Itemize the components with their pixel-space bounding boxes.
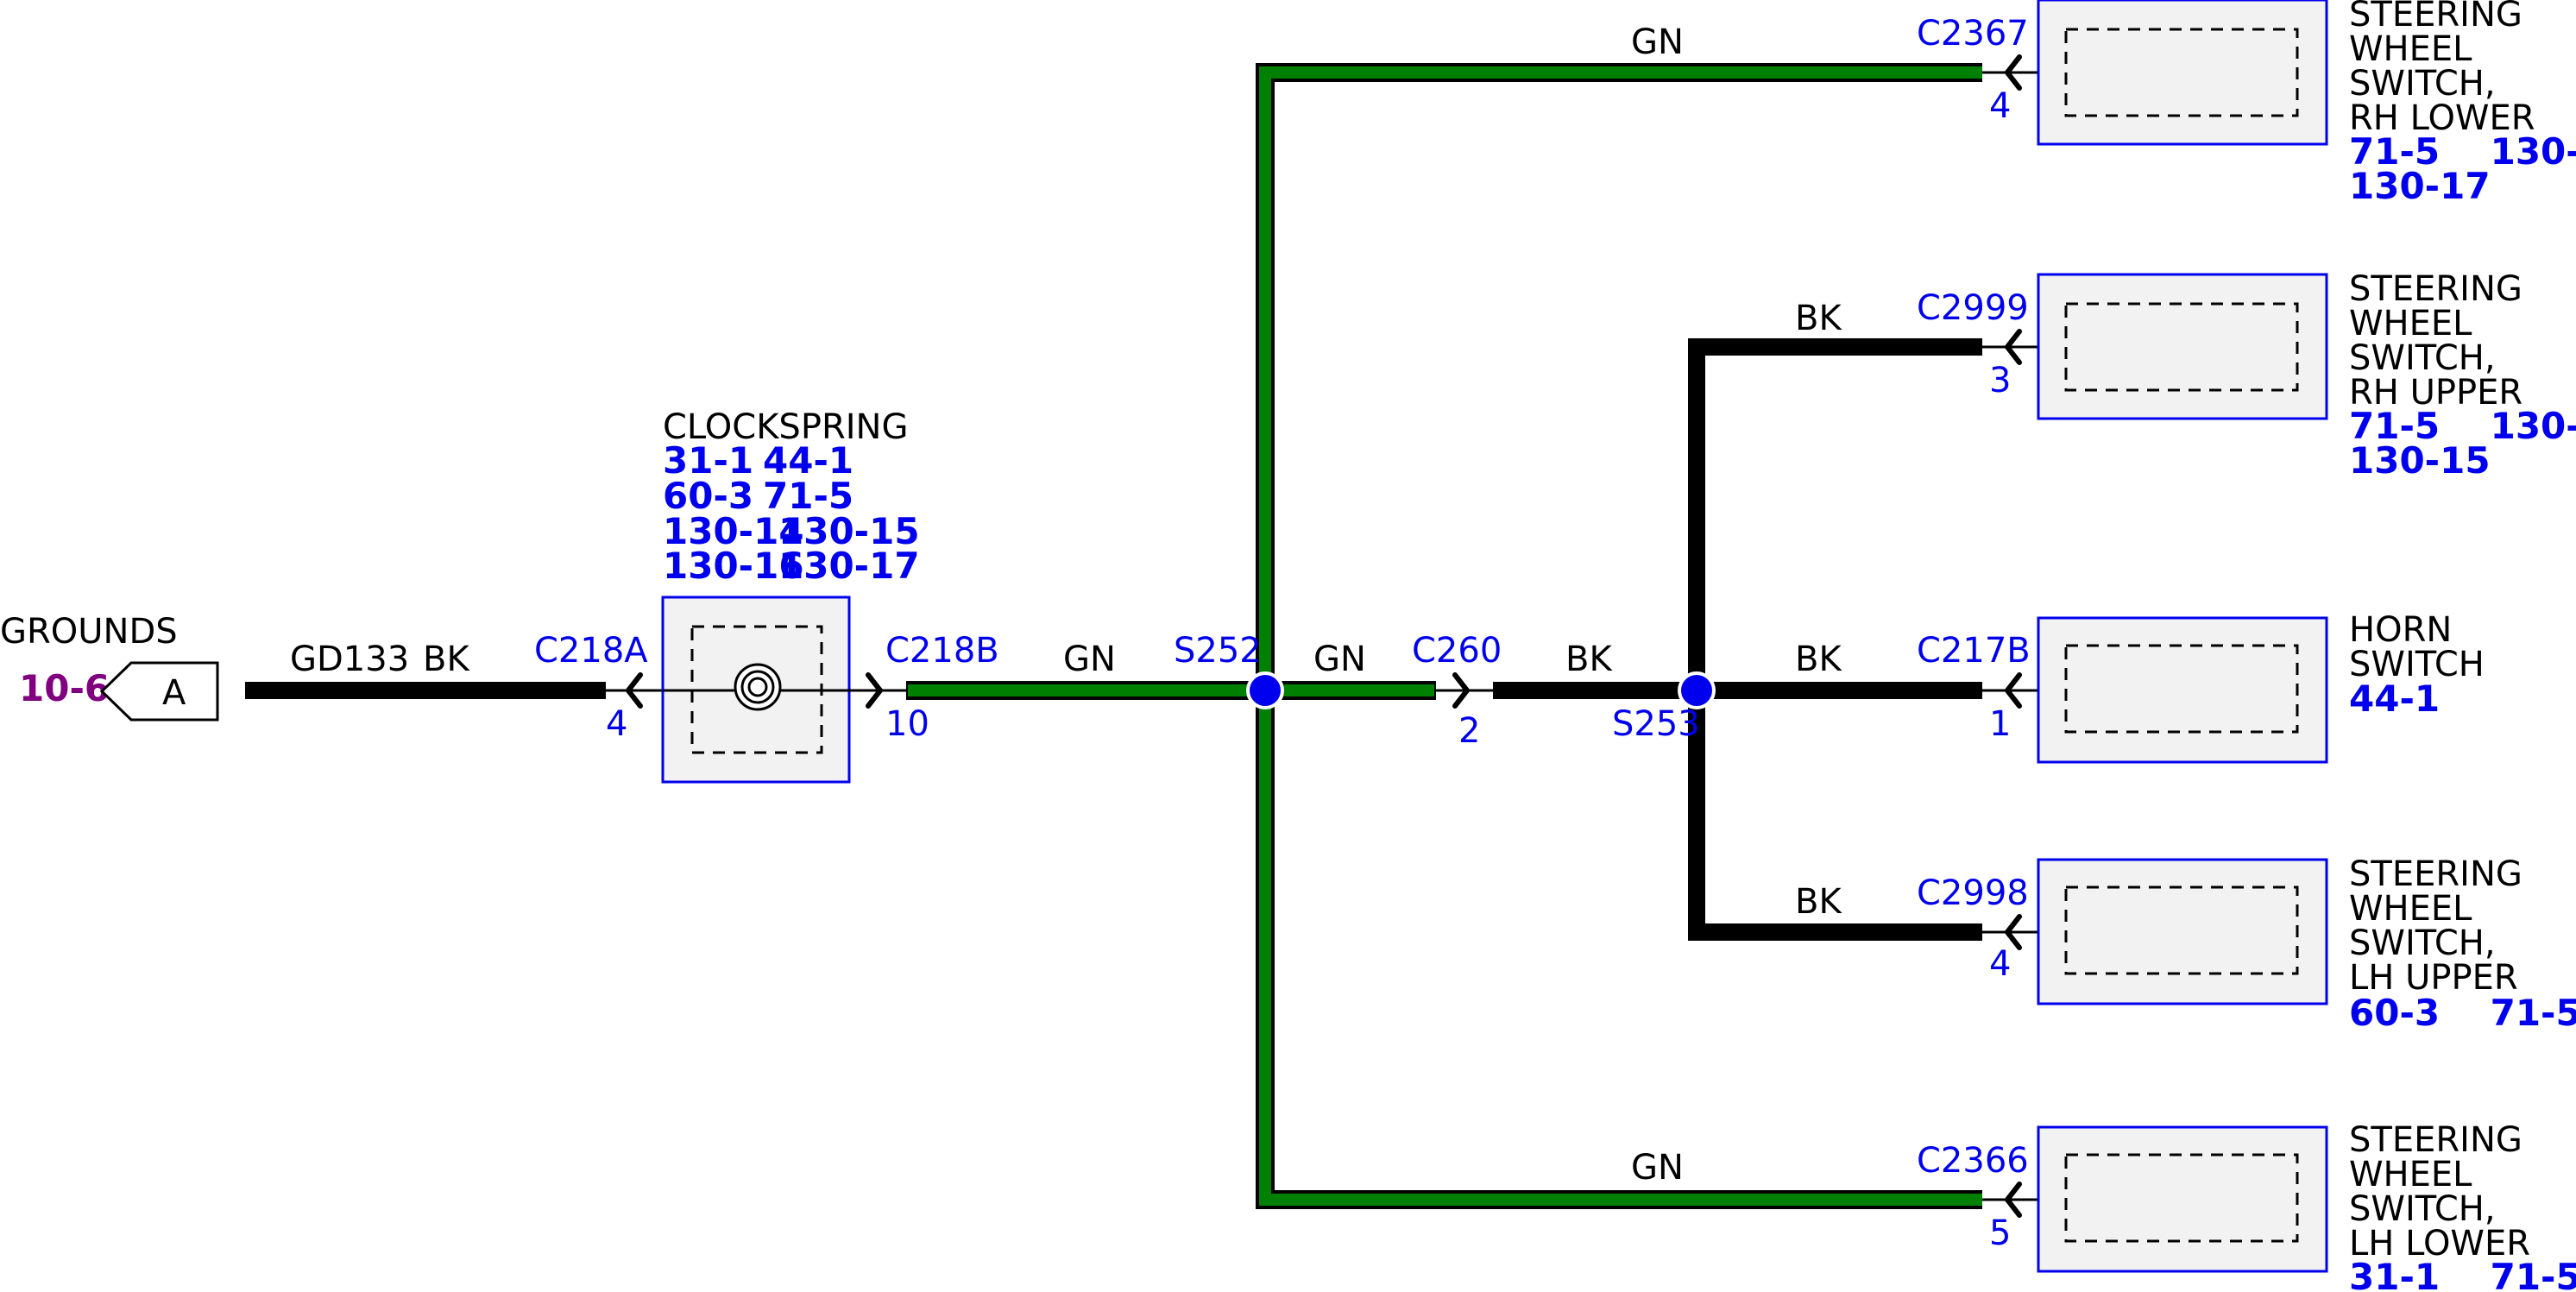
- component-pin: 3: [1989, 361, 2011, 400]
- wire-c260-s253-color: BK: [1565, 640, 1613, 679]
- wire-top-color: GN: [1631, 22, 1684, 62]
- component-box: [2037, 1125, 2328, 1273]
- component-arrow-icon: [2005, 1182, 2022, 1218]
- wire-s252-c260-color: GN: [1313, 640, 1366, 679]
- s253-splice-dot: [1678, 671, 1716, 709]
- c218a-label[interactable]: C218A: [534, 631, 648, 671]
- clockspring-coil-inner: [740, 670, 775, 704]
- component-lh-lower: C2366 5 STEERING WHEEL SWITCH, LH LOWER …: [1917, 1120, 2576, 1292]
- wire-bottom-color: GN: [1631, 1148, 1684, 1188]
- component-rh-lower: C2367 4 STEERING WHEEL SWITCH, RH LOWER …: [1917, 0, 2576, 207]
- clockspring-ref-5[interactable]: 130-14: [663, 510, 804, 552]
- component-inner-dash: [2064, 644, 2299, 734]
- component-rh-upper: C2999 3 STEERING WHEEL SWITCH, RH UPPER …: [1917, 269, 2576, 482]
- component-name-line: WHEEL: [2349, 29, 2472, 69]
- c218b-pin: 10: [885, 704, 929, 744]
- component-name-line: SWITCH,: [2349, 338, 2496, 378]
- clockspring-ref-7[interactable]: 130-16: [663, 545, 804, 587]
- ground-block: GROUNDS 10-6 A: [0, 612, 219, 722]
- component-name-line: STEERING: [2349, 269, 2522, 309]
- component-connector-label[interactable]: C2367: [1917, 14, 2029, 54]
- component-connector-label[interactable]: C2998: [1917, 873, 2029, 913]
- c218a-arrow-icon: [626, 672, 643, 709]
- c260-arrow-icon: [1452, 672, 1470, 709]
- component-arrow-icon: [2005, 54, 2022, 91]
- component-ref-line[interactable]: 130-17: [2349, 165, 2491, 207]
- component-name-line: SWITCH,: [2349, 1189, 2496, 1229]
- s252-label[interactable]: S252: [1174, 631, 1262, 671]
- component-arrow-icon: [2005, 329, 2022, 365]
- wire-lh-upper-color: BK: [1795, 882, 1842, 922]
- wire-c218b-s252-color: GN: [1063, 640, 1116, 679]
- s252-splice-dot: [1246, 671, 1284, 709]
- component-name-line: STEERING: [2349, 0, 2522, 35]
- component-box: [2037, 616, 2328, 764]
- component-horn-switch: C217B 1 HORN SWITCH 44-1: [1917, 610, 2485, 764]
- component-inner-dash: [2064, 1153, 2299, 1243]
- component-box: [2037, 858, 2328, 1005]
- component-ref-line[interactable]: 130-15: [2349, 439, 2491, 482]
- s253-label[interactable]: S253: [1612, 704, 1700, 744]
- wire-rh-upper-color: BK: [1795, 299, 1842, 338]
- ground-title: GROUNDS: [0, 612, 178, 652]
- ground-tag-shape: [99, 661, 219, 722]
- clockspring-ref-6[interactable]: 130-15: [778, 510, 920, 552]
- component-pin: 4: [1989, 944, 2011, 984]
- component-arrow-icon: [2005, 672, 2022, 709]
- component-inner-dash: [2064, 885, 2299, 975]
- component-ref-line[interactable]: 44-1: [2349, 678, 2440, 720]
- clockspring-ref-2[interactable]: 44-1: [763, 439, 853, 482]
- component-name-line: RH LOWER: [2349, 98, 2535, 138]
- wire-gd133-circuit: GD133: [290, 640, 409, 679]
- clockspring-ref-3[interactable]: 60-3: [663, 475, 753, 517]
- component-lh-upper: C2998 4 STEERING WHEEL SWITCH, LH UPPER …: [1917, 854, 2576, 1034]
- component-connector-label[interactable]: C217B: [1917, 631, 2031, 671]
- c218b-label[interactable]: C218B: [885, 631, 999, 671]
- component-name-line: STEERING: [2349, 854, 2522, 894]
- c218b-arrow-icon: [866, 672, 883, 709]
- component-box: [2037, 273, 2328, 420]
- component-pin: 5: [1989, 1213, 2011, 1253]
- component-connector-label[interactable]: C2366: [1917, 1141, 2029, 1181]
- component-name-line: WHEEL: [2349, 1155, 2472, 1194]
- clockspring-block: CLOCKSPRING 31-1 44-1 60-3 71-5 130-14 1…: [661, 407, 920, 784]
- ground-ref[interactable]: 10-6: [19, 667, 110, 709]
- c260-label[interactable]: C260: [1412, 631, 1502, 671]
- component-box: [2037, 0, 2328, 146]
- clockspring-ref-4[interactable]: 71-5: [763, 475, 853, 517]
- component-inner-dash: [2064, 302, 2299, 392]
- clockspring-coil-core: [747, 677, 768, 697]
- component-ref-line[interactable]: 31-1 71-5: [2349, 1256, 2576, 1292]
- component-name-line: SWITCH: [2349, 645, 2485, 684]
- component-name-line: WHEEL: [2349, 889, 2472, 929]
- component-name-line: LH UPPER: [2349, 958, 2518, 998]
- component-name-line: WHEEL: [2349, 304, 2472, 343]
- component-pin: 1: [1989, 704, 2011, 744]
- component-name-line: SWITCH,: [2349, 64, 2496, 104]
- clockspring-ref-8[interactable]: 130-17: [778, 545, 920, 587]
- component-connector-label[interactable]: C2999: [1917, 288, 2029, 328]
- component-ref-line[interactable]: 60-3 71-5: [2349, 992, 2576, 1034]
- component-name-line: STEERING: [2349, 1120, 2522, 1160]
- ground-tag: A: [162, 673, 186, 713]
- component-ref-line[interactable]: 71-5 130-14: [2349, 405, 2576, 447]
- component-inner-dash: [2064, 28, 2299, 117]
- wire-horn-color: BK: [1795, 640, 1842, 679]
- c260-pin: 2: [1458, 711, 1480, 751]
- component-arrow-icon: [2005, 914, 2022, 950]
- component-name-line: LH LOWER: [2349, 1224, 2530, 1264]
- clockspring-title: CLOCKSPRING: [663, 407, 908, 447]
- component-name-line: HORN: [2349, 610, 2452, 650]
- component-ref-line[interactable]: 71-5 130-16: [2349, 130, 2576, 173]
- wire-s252-trunk-outline: [1256, 63, 1982, 1209]
- clockspring-ref-1[interactable]: 31-1: [663, 439, 753, 482]
- wire-s253-trunk: [1688, 338, 1982, 941]
- wire-s252-trunk: [1259, 66, 1982, 1206]
- component-name-line: RH UPPER: [2349, 373, 2522, 413]
- c218a-pin: 4: [606, 704, 627, 744]
- component-pin: 4: [1989, 86, 2011, 126]
- component-name-line: SWITCH,: [2349, 923, 2496, 963]
- wire-gd133-color: BK: [423, 640, 470, 679]
